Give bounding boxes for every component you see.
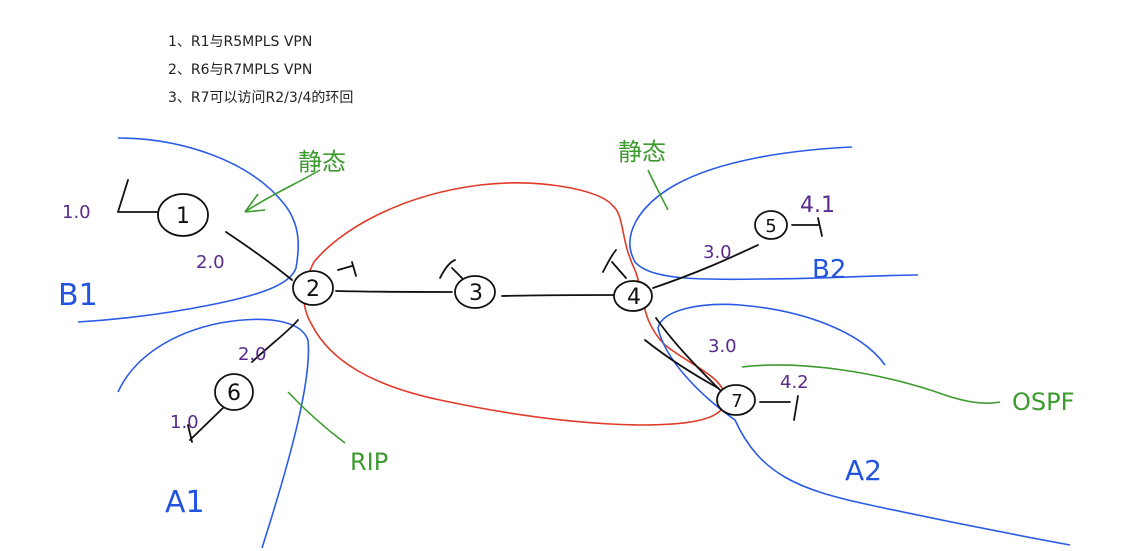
- link-r4-r7: [655, 317, 721, 391]
- link-r2-r6: [251, 319, 299, 363]
- requirement-item: 1、R1与R5MPLS VPN: [168, 34, 313, 50]
- protocol-pointers: [244, 169, 1001, 444]
- pointer-ospf: [741, 364, 1001, 404]
- protocol-label-right-static: 静态: [618, 138, 666, 166]
- link-r1-loopback: [117, 179, 161, 213]
- link-r4-r5: [652, 244, 759, 289]
- router-r3: [454, 275, 496, 309]
- arrowhead-left-static: [244, 193, 266, 213]
- vpn-boundary-a2: [657, 303, 1071, 546]
- router-r4: [613, 280, 653, 312]
- link-r4-r7-b: [644, 339, 719, 389]
- region-label-a1: A1: [165, 485, 205, 520]
- router-label-r1: 1: [176, 204, 190, 229]
- protocol-label-rip: RIP: [350, 448, 388, 476]
- router-r7: [716, 384, 756, 416]
- region-label-b2: B2: [812, 255, 846, 285]
- annotation-r5-link: 3.0: [703, 242, 732, 263]
- region-label-b1: B1: [58, 278, 98, 313]
- mpls-domain-boundary: [303, 182, 727, 426]
- link-r6-loopback: [187, 404, 227, 443]
- requirement-item: 2、R6与R7MPLS VPN: [168, 62, 313, 78]
- link-r1-r2: [225, 231, 293, 281]
- link-r7-loopback: [759, 395, 799, 421]
- annotation-r5-loopback: 4.1: [800, 193, 835, 218]
- link-r5-loopback: [791, 217, 823, 237]
- requirement-item: 3、R7可以访问R2/3/4的环回: [168, 90, 354, 106]
- annotation-r6-loopback: 1.0: [170, 412, 199, 433]
- topology-links: [117, 179, 823, 443]
- router-label-r5: 5: [765, 216, 776, 237]
- annotation-r1-loopback: 1.0: [62, 202, 91, 223]
- router-r1: [157, 193, 209, 237]
- link-r2-stub: [337, 261, 357, 277]
- link-r4-stub: [602, 249, 627, 279]
- region-label-a2: A2: [845, 454, 882, 487]
- vpn-boundary-b1: [77, 137, 300, 323]
- link-r2-r3: [335, 290, 453, 293]
- annotation-r7-link: 3.0: [708, 336, 737, 357]
- arrow-left-static: [244, 169, 321, 213]
- vpn-boundary-a1: [117, 318, 310, 549]
- pointer-right-static: [647, 169, 669, 211]
- router-label-r6: 6: [227, 381, 241, 406]
- annotation-r7-loopback: 4.2: [780, 372, 809, 393]
- router-label-r7: 7: [731, 391, 742, 412]
- router-r2: [292, 270, 334, 306]
- router-label-r4: 4: [627, 285, 641, 310]
- routers: [157, 193, 788, 416]
- pointer-rip: [287, 391, 346, 444]
- vpn-boundary-b2: [629, 146, 919, 281]
- router-r5: [754, 210, 788, 240]
- annotation-r6-link: 2.0: [238, 344, 267, 365]
- protocol-label-ospf: OSPF: [1012, 388, 1074, 416]
- link-r3-r4: [501, 294, 616, 297]
- requirements-list: 1、R1与R5MPLS VPN 2、R6与R7MPLS VPN 3、R7可以访问…: [168, 28, 353, 112]
- router-label-r3: 3: [469, 281, 483, 306]
- annotation-r1-link: 2.0: [196, 252, 225, 273]
- router-r6: [214, 373, 254, 411]
- protocol-label-left-static: 静态: [298, 148, 346, 176]
- router-label-r2: 2: [306, 277, 320, 302]
